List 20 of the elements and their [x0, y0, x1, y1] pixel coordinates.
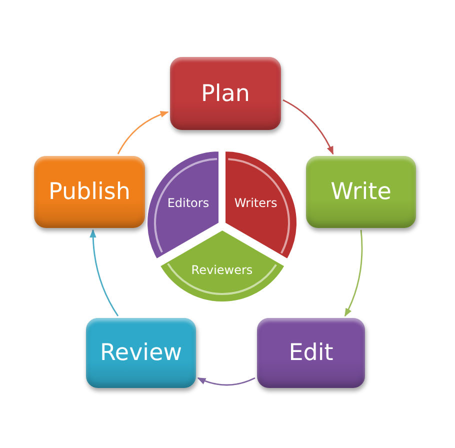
node-label: Edit — [288, 340, 334, 366]
process-box — [306, 156, 416, 228]
node-label: Writers — [234, 196, 278, 210]
pie-segment — [147, 150, 220, 258]
process-box — [34, 156, 145, 228]
pie-segment — [224, 150, 297, 258]
node-label: Write — [330, 179, 392, 205]
arrow — [90, 229, 119, 316]
node-label: Publish — [48, 179, 130, 205]
process-box — [257, 318, 365, 388]
process-box — [170, 57, 281, 130]
arrow — [197, 377, 256, 386]
pie-segment — [160, 230, 284, 302]
arrow — [282, 99, 334, 155]
arrow — [344, 230, 363, 317]
node-label: Review — [100, 340, 182, 366]
node-label: Plan — [201, 80, 250, 106]
node-label: Editors — [167, 196, 210, 210]
process-box — [86, 318, 196, 388]
node-label: Reviewers — [191, 262, 253, 277]
